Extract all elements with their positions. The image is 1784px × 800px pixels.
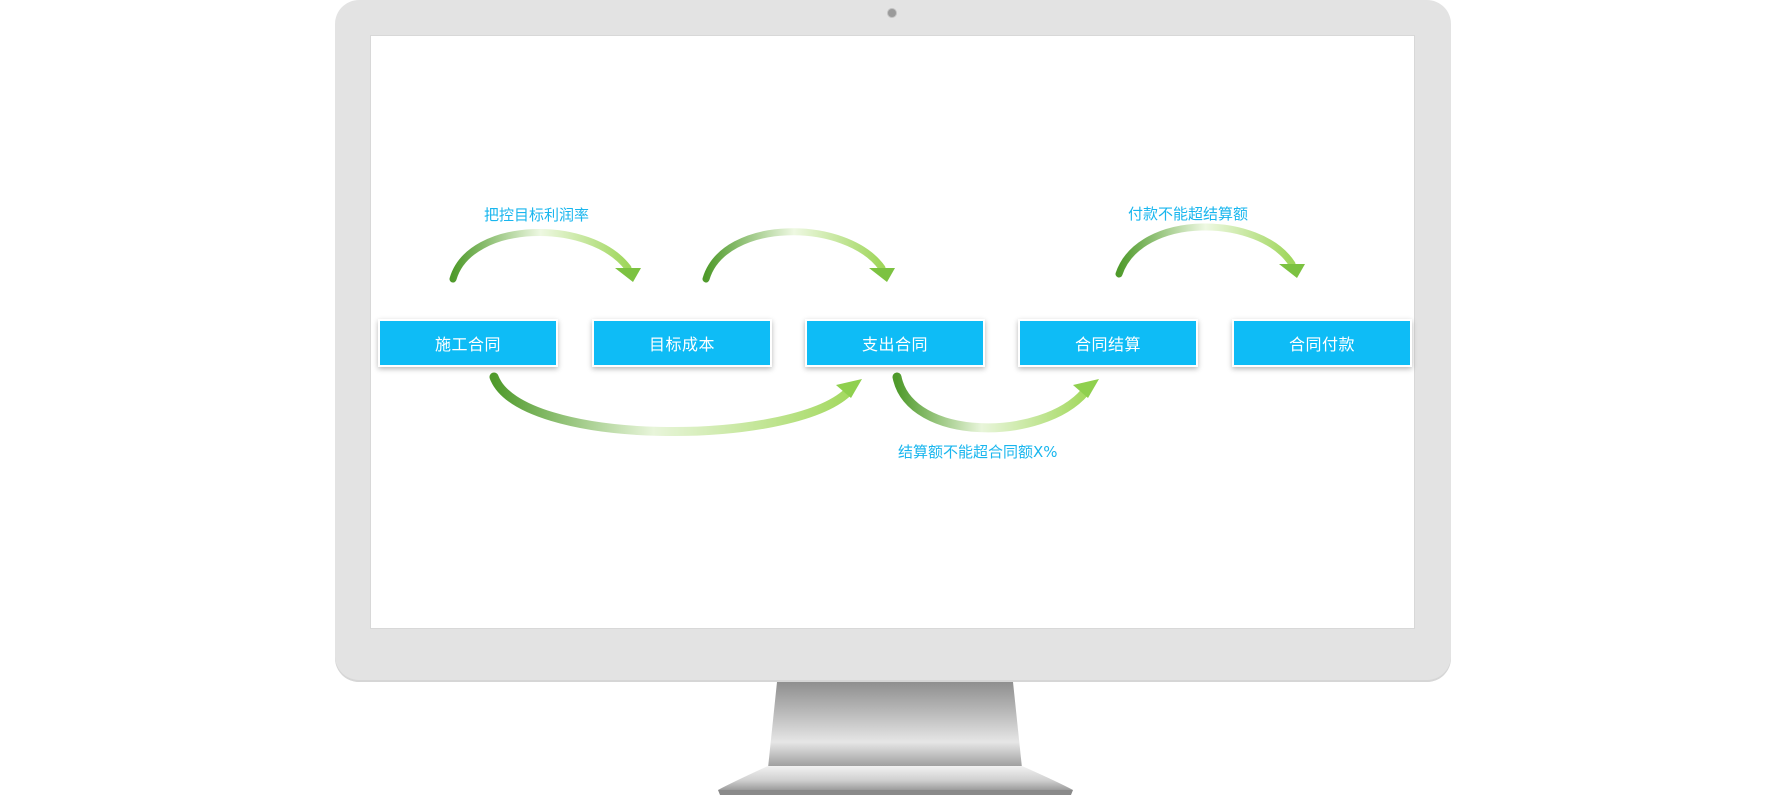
arrow-settlement-to-payment <box>1115 223 1305 278</box>
annotation-profit-control: 把控目标利润率 <box>484 206 590 224</box>
step-contract-payment: 合同付款 <box>1234 321 1410 365</box>
arrow-contract-to-expense <box>489 372 862 437</box>
step-contract-settlement: 合同结算 <box>1020 321 1196 365</box>
step-target-cost: 目标成本 <box>594 321 770 365</box>
step-expense-contract: 支出合同 <box>807 321 983 365</box>
arrow-contract-to-target <box>449 229 641 283</box>
annotation-payment-limit: 付款不能超结算额 <box>1128 205 1249 223</box>
annotation-settlement-limit: 结算额不能超合同额X% <box>898 443 1058 461</box>
camera-icon <box>888 9 896 17</box>
arrow-target-to-expense <box>702 228 895 283</box>
arrow-expense-to-settlement <box>892 372 1099 433</box>
step-construction-contract: 施工合同 <box>380 321 556 365</box>
